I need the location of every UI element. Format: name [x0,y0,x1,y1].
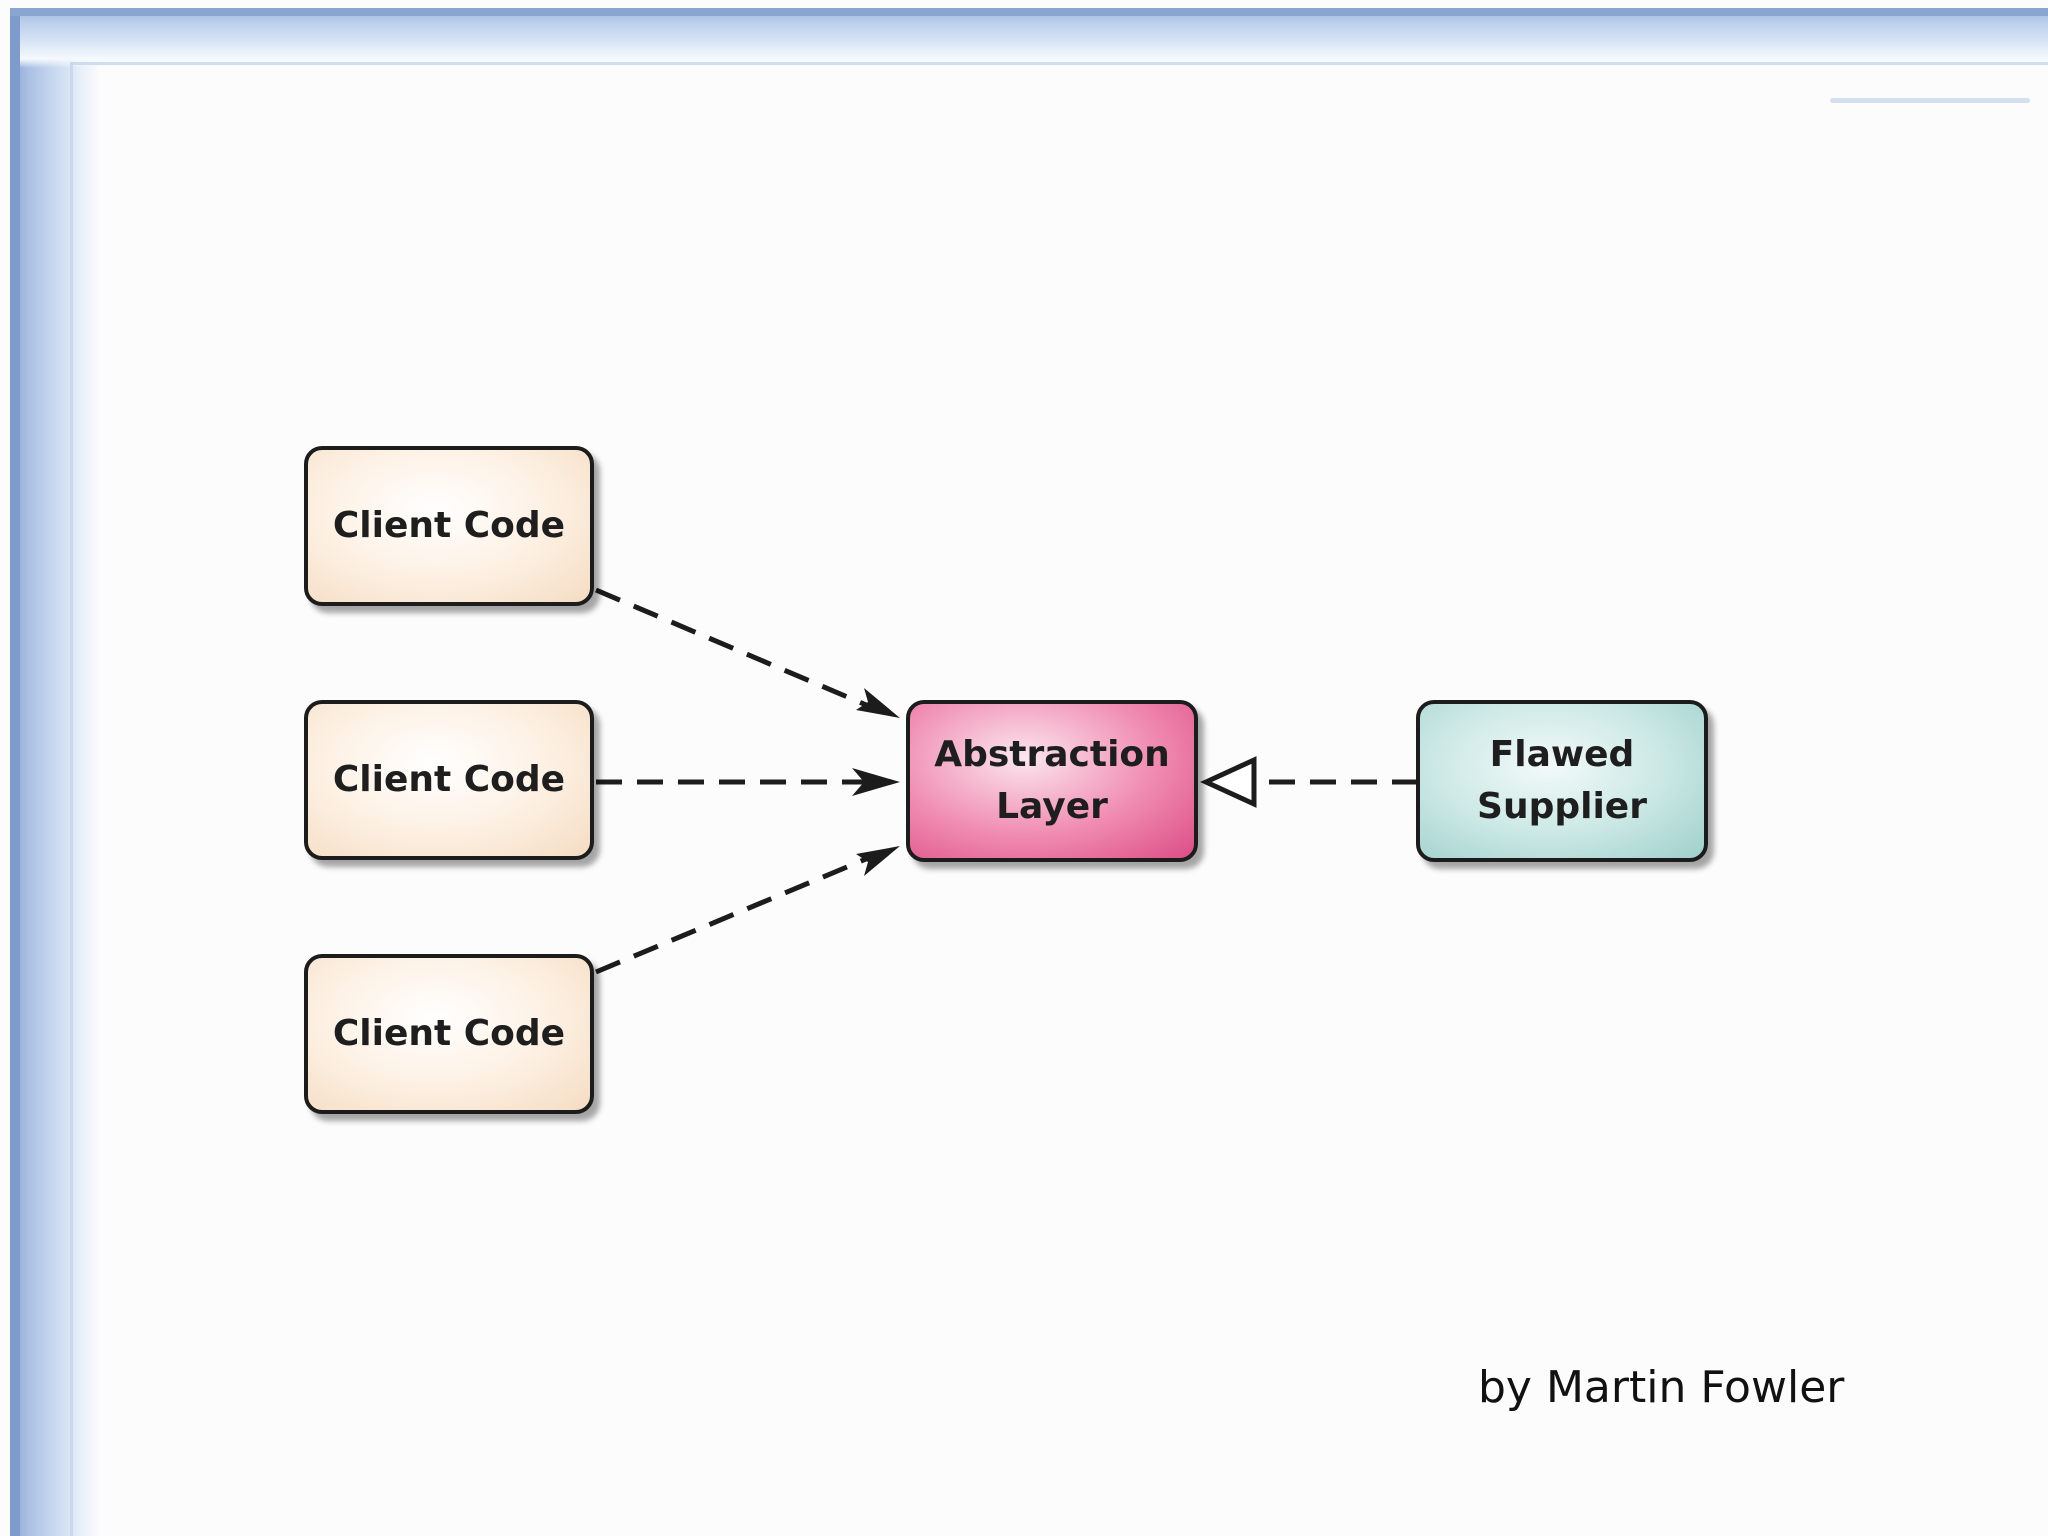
client-code-box-1: Client Code [304,446,594,606]
flawed-supplier-label: Flawed Supplier [1477,733,1647,827]
client-code-box-2: Client Code [304,700,594,860]
client-code-box-3: Client Code [304,954,594,1114]
arrowhead-client-2 [852,768,900,796]
edge-client-1-to-abstraction [595,587,879,713]
client-code-label-1: Client Code [332,504,566,546]
arrowhead-client-1 [856,688,900,718]
edge-client-3-to-abstraction [595,851,879,975]
frame-left-border [10,8,100,1536]
abstraction-layer-box: Abstraction Layer [906,700,1198,862]
frame-inner-top-line [70,62,2048,65]
frame-top-border [10,8,2048,68]
frame-brush-streak [1830,98,2030,103]
client-code-label-2: Client Code [332,758,566,800]
frame-top-edge [10,8,2048,16]
frame-inner-left-line [70,62,73,1536]
author-credit: by Martin Fowler [1478,1362,1845,1413]
arrowhead-client-3 [856,846,900,876]
client-code-label-3: Client Code [332,1012,566,1054]
flawed-supplier-box: Flawed Supplier [1416,700,1708,862]
frame-left-edge [10,8,20,1536]
abstraction-layer-label: Abstraction Layer [934,733,1170,827]
realization-triangle [1199,756,1257,808]
